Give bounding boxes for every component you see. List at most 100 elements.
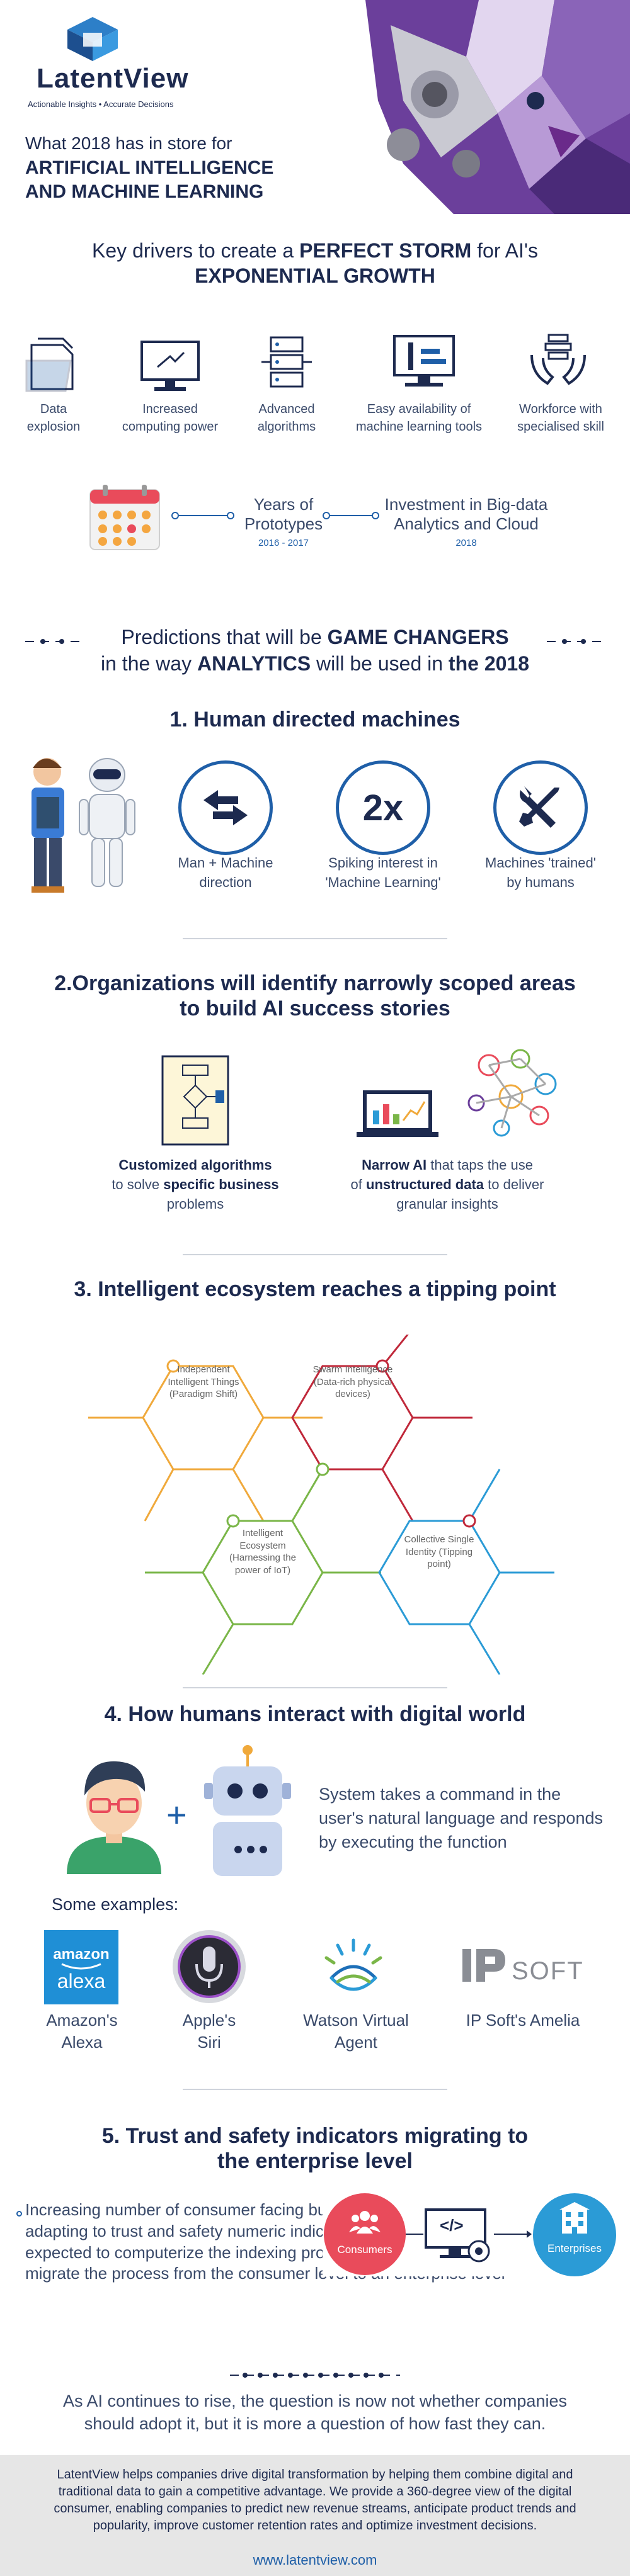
enterprises-label: Enterprises	[547, 2242, 602, 2254]
monitor-icon	[140, 341, 200, 391]
predictions-bold: GAME CHANGERS	[327, 626, 509, 648]
timeline-years: 2018	[455, 538, 477, 548]
people-icon	[349, 2211, 381, 2234]
consumer-enterprise-graphic: Consumers </> Enterprises	[323, 2188, 619, 2276]
driver-label-computing: Increased computing power	[110, 400, 230, 436]
predictions-pre: Predictions that will be	[121, 626, 328, 648]
s1-label-line: Man + Machine	[178, 855, 273, 871]
circle-man-machine	[178, 760, 273, 855]
driver-label-ml-tools: Easy availability of machine learning to…	[343, 400, 495, 436]
s1-label-line: direction	[199, 874, 252, 890]
timeline-connector	[171, 512, 234, 519]
decorative-dots-center	[230, 2373, 400, 2378]
consumers-label: Consumers	[337, 2244, 392, 2256]
s1-label-trained: Machines 'trained' by humans	[468, 854, 613, 893]
hex-label-collective: Collective Single Identity (Tipping poin…	[404, 1534, 474, 1569]
decorative-dots-left	[25, 639, 82, 644]
circle-trained	[493, 760, 588, 855]
example-label-line: IP Soft's Amelia	[466, 2011, 580, 2030]
s2-right-post2: to deliver	[484, 1176, 544, 1192]
folder-icon	[25, 337, 74, 392]
header-title-line2: AND MACHINE LEARNING	[25, 181, 264, 202]
driver-label-line: Easy availability of	[367, 402, 471, 416]
drivers-heading-pre: Key drivers to create a	[92, 239, 300, 262]
section4-title: 4. How humans interact with digital worl…	[104, 1702, 526, 1726]
drivers-heading-post: for AI's	[471, 239, 538, 262]
s2-left-line3: problems	[166, 1195, 224, 1212]
s2-right-bold1: Narrow AI	[362, 1157, 427, 1173]
example-label-line: Agent	[335, 2033, 377, 2052]
code-monitor-icon	[425, 2208, 490, 2262]
footer-url[interactable]: www.latentview.com	[253, 2552, 377, 2568]
timeline-years: 2016 - 2017	[258, 538, 309, 548]
divider	[183, 1687, 447, 1688]
example-label-watson: Watson Virtual Agent	[277, 2009, 435, 2053]
example-label-ipsoft: IP Soft's Amelia	[441, 2009, 605, 2031]
predictions-heading-line1: Predictions that will be GAME CHANGERS	[0, 626, 630, 649]
driver-label-line: Increased	[142, 402, 198, 416]
predictions-mid: will be used in	[311, 652, 449, 675]
circle-2x: 2x	[336, 760, 430, 855]
hex-label-ecosystem: Intelligent Ecosystem (Harnessing the po…	[229, 1528, 296, 1576]
footer-text: LatentView helps companies drive digital…	[54, 2468, 576, 2533]
closing-text: As AI continues to rise, the question is…	[63, 2392, 567, 2434]
s1-label-2x: Spiking interest in 'Machine Learning'	[311, 854, 455, 893]
server-icon	[261, 336, 312, 388]
calendar-icon	[89, 485, 160, 550]
person-avatar-icon	[67, 1761, 161, 1874]
connector-arrow	[406, 2234, 423, 2235]
examples-label: Some examples:	[52, 1895, 179, 1914]
s2-left-bold1: Customized algorithms	[118, 1157, 272, 1173]
s1-label-man-machine: Man + Machine direction	[153, 854, 298, 893]
driver-label-line: specialised skill	[517, 420, 604, 434]
example-label-line: Alexa	[61, 2033, 103, 2052]
s2-right-line3: granular insights	[396, 1195, 498, 1212]
s1-label-line: 'Machine Learning'	[325, 874, 441, 890]
timeline-investment: Investment in Big-data Analytics and Clo…	[372, 495, 561, 548]
flowchart-document-icon	[161, 1055, 229, 1146]
driver-label-line: machine learning tools	[355, 420, 483, 434]
driver-label-line: Data	[40, 402, 67, 416]
hands-icon	[530, 334, 586, 385]
divider	[183, 2089, 447, 2090]
driver-label-line: Advanced	[258, 402, 315, 416]
alexa-logo-icon: amazon alexa	[44, 1930, 118, 2004]
logo-tagline: Actionable Insights • Accurate Decisions	[28, 99, 174, 109]
timeline-connector	[323, 512, 379, 519]
example-label-alexa: Amazon's Alexa	[19, 2009, 145, 2053]
s1-label-line: by humans	[507, 874, 575, 890]
timeline-title-line: Years of	[253, 495, 314, 514]
section2-left-text: Customized algorithms to solve specific …	[94, 1156, 296, 1214]
driver-label-algorithms: Advanced algorithms	[239, 400, 334, 436]
bullet-dot-icon	[16, 2211, 22, 2217]
drivers-heading-bold: PERFECT STORM	[299, 239, 472, 262]
predictions-bold2: ANALYTICS	[197, 652, 311, 675]
arrows-icon	[203, 790, 248, 825]
enterprises-circle: Enterprises	[533, 2193, 616, 2276]
hexagon-ecosystem-diagram	[88, 1335, 554, 1675]
section3-title: 3. Intelligent ecosystem reaches a tippi…	[74, 1277, 556, 1301]
driver-label-workforce: Workforce with specialised skill	[498, 400, 624, 436]
example-label-line: Amazon's	[46, 2011, 118, 2030]
siri-logo-icon	[173, 1930, 246, 2003]
example-label-line: Watson Virtual	[303, 2011, 409, 2030]
example-label-line: Apple's	[182, 2011, 236, 2030]
timeline-prototypes: Years of Prototypes 2016 - 2017	[233, 495, 334, 548]
header: LatentView Actionable Insights • Accurat…	[0, 0, 630, 217]
driver-label-line: Workforce with	[519, 402, 602, 416]
timeline-title-line: Investment in Big-data	[384, 495, 548, 514]
timeline-title-line: Prototypes	[244, 514, 323, 533]
s2-right-bold2: unstructured data	[366, 1176, 484, 1192]
robot-avatar-icon	[204, 1745, 291, 1876]
building-icon	[559, 2202, 590, 2234]
s2-left-bold2: specific business	[163, 1176, 279, 1192]
logo-text: LatentView	[37, 63, 189, 94]
watson-logo-icon	[324, 1938, 382, 1991]
s2-left-pre2: to solve	[112, 1176, 164, 1192]
predictions-pre2: in the way	[101, 652, 197, 675]
s1-label-line: Spiking interest in	[328, 855, 438, 871]
robot-face-illustration	[290, 0, 630, 214]
connector-arrow	[494, 2230, 532, 2238]
section4-description: System takes a command in the user's nat…	[319, 1785, 603, 1851]
plus-icon: +	[166, 1795, 187, 1834]
